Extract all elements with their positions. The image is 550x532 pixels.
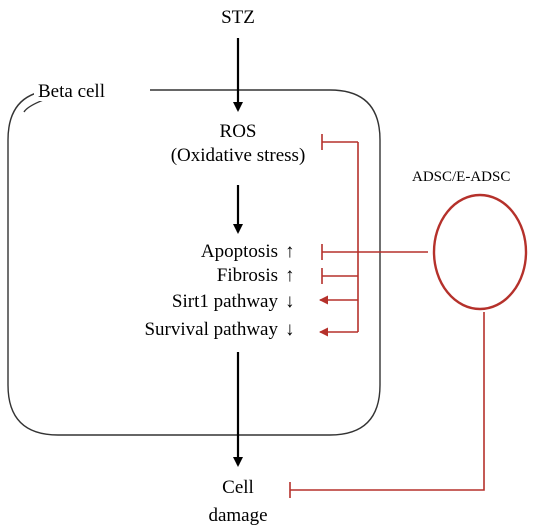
ros-label: ROS: [219, 121, 257, 142]
down-arrow-icon: ↓: [285, 319, 295, 340]
outcome-survival: Survival pathway: [144, 319, 278, 340]
cell-label: Cell: [222, 477, 254, 498]
outcome-apoptosis: Apoptosis: [200, 241, 278, 262]
outcome-sirt1: Sirt1 pathway: [171, 291, 278, 312]
down-arrow-icon: ↓: [285, 291, 295, 312]
outcome-fibrosis: Fibrosis: [216, 265, 278, 286]
adsc-label: ADSC/E-ADSC: [412, 169, 511, 185]
beta-cell-label: Beta cell: [34, 82, 109, 101]
up-arrow-icon: ↑: [285, 265, 295, 286]
adsc-circle: [432, 193, 528, 311]
up-arrow-icon: ↑: [285, 241, 295, 262]
stz-label: STZ: [221, 7, 255, 28]
inhibit-damage-line: [290, 312, 485, 491]
oxidative-stress-label: (Oxidative stress): [170, 145, 306, 166]
damage-label: damage: [208, 505, 268, 526]
